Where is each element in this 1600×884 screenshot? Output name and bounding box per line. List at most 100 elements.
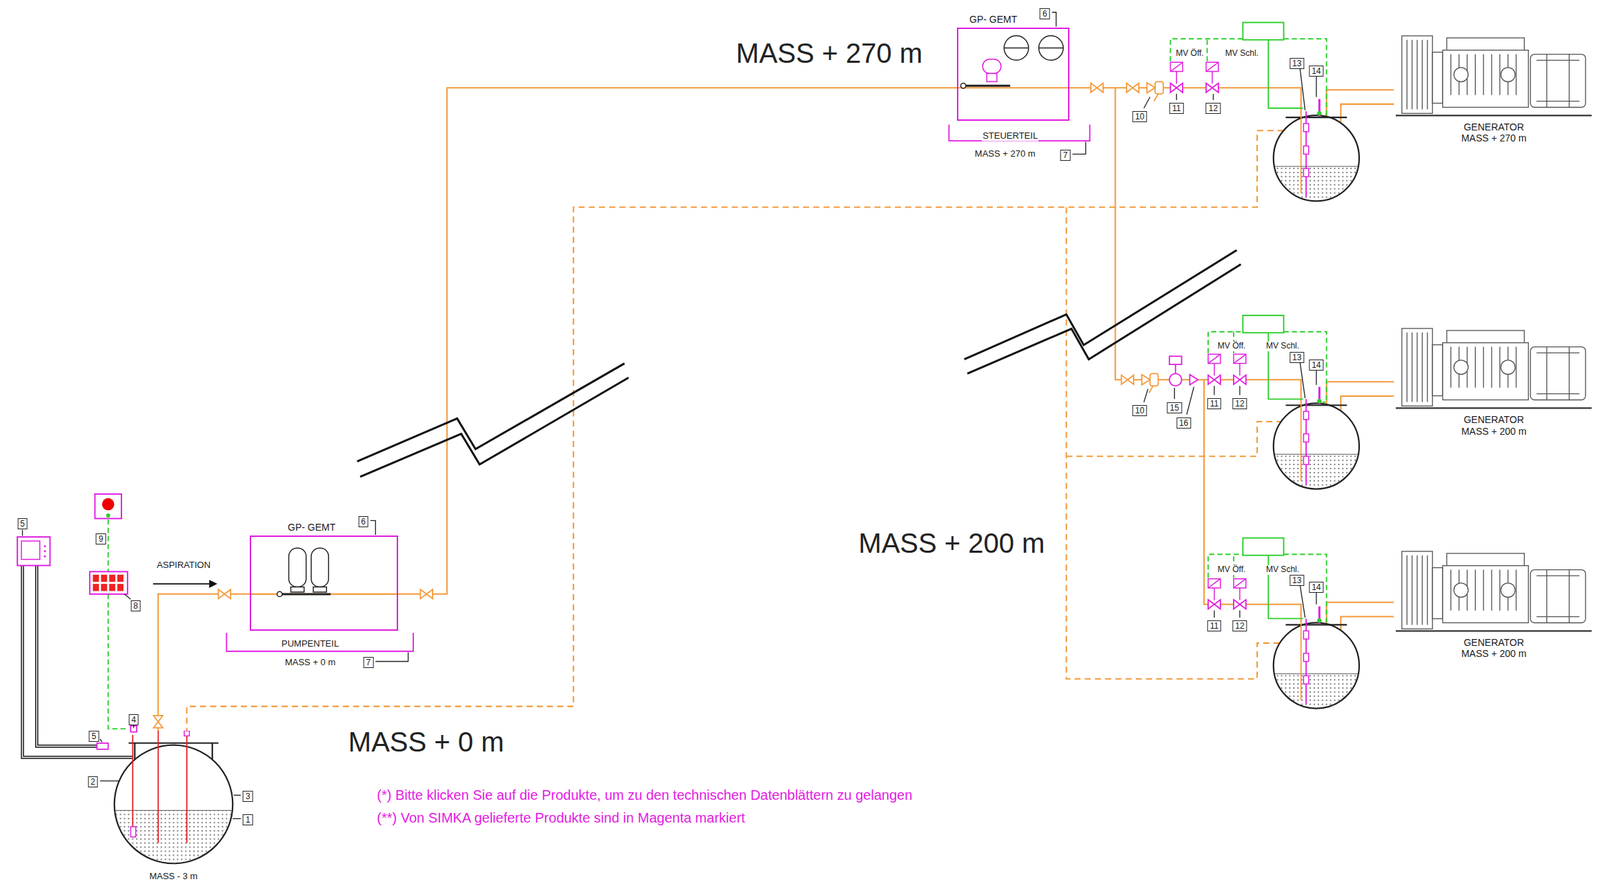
leader-line <box>1299 68 1305 111</box>
valves <box>1233 599 1247 609</box>
probe <box>131 734 134 833</box>
callout-number: 10 <box>1132 111 1147 123</box>
genset <box>1442 49 1529 107</box>
day-tanks <box>1273 606 1360 709</box>
alarm-devices <box>117 574 124 582</box>
control-unit <box>982 59 1002 74</box>
genset <box>1406 555 1428 626</box>
caption-block: GENERATORMASS + 200 m <box>1393 636 1594 659</box>
valves <box>1233 353 1247 376</box>
leader-line <box>22 12 1317 819</box>
module-heading: GP- GEMT <box>287 521 337 533</box>
genset <box>1446 37 1525 51</box>
control-unit <box>1039 35 1064 61</box>
genset <box>1450 347 1517 388</box>
control-wiring <box>1208 331 1327 403</box>
callout-number: 7 <box>363 656 374 668</box>
probe <box>157 730 159 844</box>
valves <box>1208 353 1221 376</box>
generator-unit: GENERATORMASS + 270 m <box>1393 33 1594 158</box>
leader-line <box>22 529 23 537</box>
alarm-devices <box>93 583 100 591</box>
control-unit <box>986 73 997 83</box>
genset <box>1530 347 1586 401</box>
fuel-pipe <box>249 593 398 595</box>
unit-caption: GENERATOR <box>1462 636 1525 648</box>
caption-block: GENERATORMASS + 200 m <box>1393 413 1594 437</box>
control-wiring <box>1268 40 1303 109</box>
part-label: MASS + 270 m <box>974 149 1037 160</box>
probe-float <box>130 826 136 837</box>
leader-line <box>1315 369 1317 385</box>
control-wiring <box>1208 554 1327 622</box>
generator-drawing <box>1393 549 1594 635</box>
heading-anchor: GP- GEMT <box>287 520 341 534</box>
break-mark <box>967 264 1241 374</box>
valves <box>1208 578 1221 601</box>
module-box: GP- GEMT <box>249 535 398 631</box>
pump-unit <box>279 592 331 595</box>
callout-number: 7 <box>1060 149 1071 161</box>
level-controller <box>36 565 97 746</box>
genset <box>1454 582 1469 597</box>
genset <box>1501 582 1516 597</box>
genset <box>1395 328 1592 408</box>
valves <box>1126 83 1140 93</box>
valves <box>1090 83 1104 93</box>
genset <box>1406 40 1428 110</box>
genset <box>1450 53 1517 95</box>
genset <box>1432 567 1443 619</box>
control-unit <box>1003 47 1029 49</box>
pressure-reducer <box>1189 374 1198 385</box>
level-controller <box>97 743 109 750</box>
callout-number: 6 <box>358 516 369 528</box>
level-controller <box>36 565 97 746</box>
pressure-reducer <box>1174 364 1177 374</box>
day-tanks <box>1273 387 1360 490</box>
footnote: (*) Bitte klicken Sie auf die Produkte, … <box>375 787 914 804</box>
leader-line <box>1186 387 1194 415</box>
leader-line <box>1239 385 1240 395</box>
tank-top <box>128 743 219 760</box>
pressure-reducer <box>1169 356 1182 365</box>
alarm-devices <box>102 498 115 511</box>
level-controller <box>44 555 47 558</box>
genset <box>1432 344 1443 397</box>
callout-number: 13 <box>1289 351 1305 363</box>
callout-number: 10 <box>1132 405 1147 417</box>
footnote: (**) Von SIMKA gelieferte Produkte sind … <box>375 809 747 826</box>
genset <box>1395 407 1592 409</box>
genset <box>1530 569 1586 623</box>
leader-line <box>100 738 103 742</box>
leader-line <box>1052 12 1057 27</box>
genset <box>1536 53 1580 107</box>
callout-number: 11 <box>1207 620 1222 632</box>
callout-number: 14 <box>1308 359 1324 371</box>
valves <box>420 589 433 599</box>
leader-line <box>1315 591 1317 605</box>
valves <box>218 589 231 599</box>
callout-number: 15 <box>1167 402 1182 414</box>
part-label: ASPIRATION <box>155 560 212 571</box>
genset <box>1454 360 1469 375</box>
probe <box>186 734 188 844</box>
control-wiring <box>1170 22 1327 622</box>
return-pipe <box>186 130 1285 731</box>
genset <box>1401 551 1433 629</box>
callout-number: 1 <box>242 814 254 826</box>
fuel-pipe <box>1069 87 1302 116</box>
level-heading: MASS + 0 m <box>347 725 506 758</box>
pressure-reducer <box>1169 356 1198 386</box>
callout-number: 4 <box>128 714 139 726</box>
fuel-line <box>157 594 250 731</box>
module-box: GP- GEMT <box>956 27 1070 121</box>
fuel-line <box>398 87 958 595</box>
alarm-devices <box>106 513 111 518</box>
leader-line <box>1315 75 1317 97</box>
control-unit <box>1003 35 1029 61</box>
valves <box>1208 375 1221 385</box>
callout-number: 16 <box>1176 417 1191 429</box>
callout-number: 12 <box>1232 620 1247 632</box>
generator-unit: GENERATORMASS + 200 m <box>1393 326 1594 451</box>
